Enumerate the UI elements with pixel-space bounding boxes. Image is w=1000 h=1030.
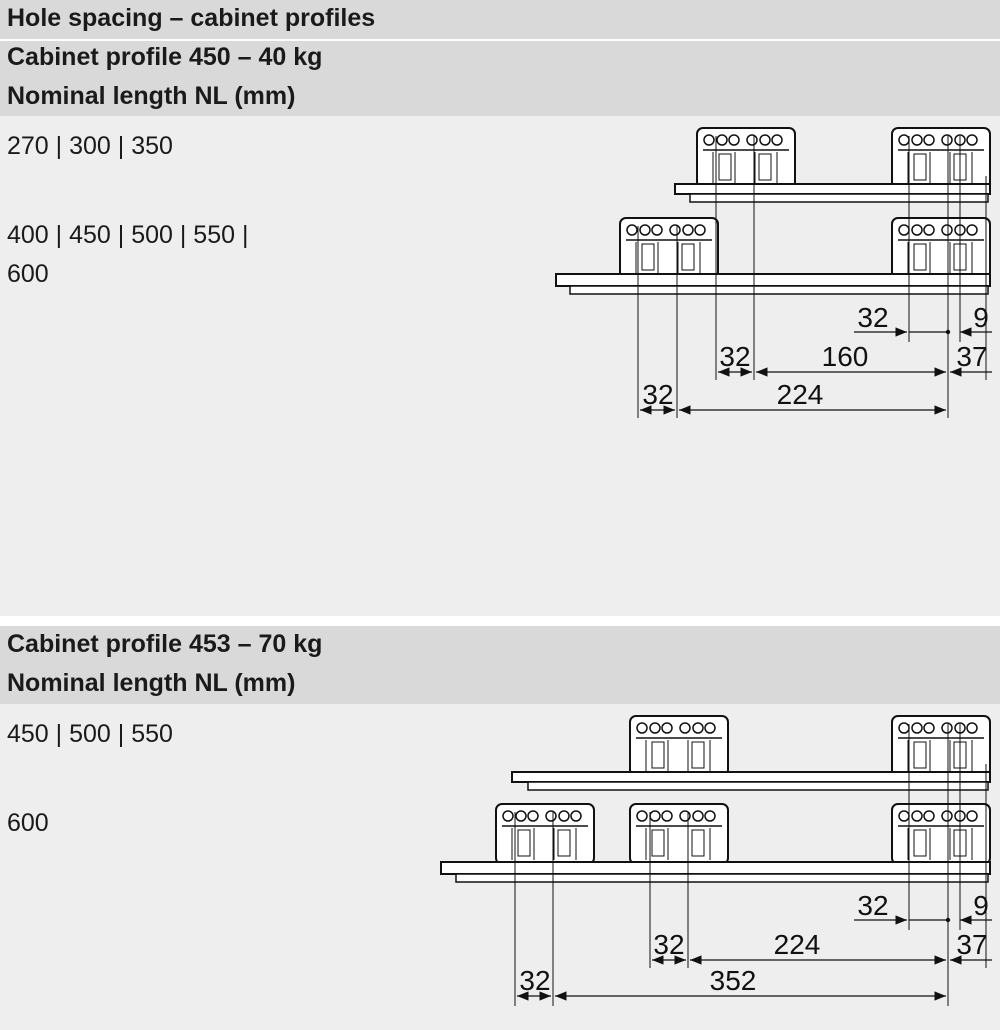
dim-9: 9 [973,890,989,921]
nl-row-1: 270 | 300 | 350 [7,132,173,160]
hole-spacing-drawing-453: 32 9 32 224 37 32 352 [440,715,992,1006]
profile-title-450: Cabinet profile 450 – 40 kg [7,43,323,71]
extension-lines [514,724,987,1006]
dim-352: 352 [710,965,757,996]
nominal-length-label: Nominal length NL (mm) [7,669,296,697]
dim-32-mid: 32 [719,341,750,372]
profile-title-453: Cabinet profile 453 – 70 kg [7,630,323,658]
reference-point [945,917,951,923]
dim-9: 9 [973,302,989,333]
section-2-header: Cabinet profile 453 – 70 kg Nominal leng… [0,626,1000,704]
dim-32-left: 32 [519,965,550,996]
dim-37: 37 [956,929,987,960]
dim-160: 160 [822,341,869,372]
nl-row-2: 400 | 450 | 500 | 550 | [7,221,249,249]
upper-rail [511,715,991,791]
extension-lines [637,136,987,418]
upper-rail [674,127,991,203]
dim-224: 224 [774,929,821,960]
page-title: Hole spacing – cabinet profiles [7,4,376,32]
divider [0,39,1000,41]
dim-32-right: 32 [857,302,888,333]
lower-rail [555,217,991,295]
nl-row-1: 450 | 500 | 550 [7,720,173,748]
hole-spacing-drawing-450: 32 9 32 160 37 32 224 [555,127,992,418]
dim-224: 224 [777,379,824,410]
section-1-header: Hole spacing – cabinet profiles Cabinet … [0,0,1000,116]
dim-32-left: 32 [642,379,673,410]
lower-rail [440,803,991,883]
dim-37: 37 [956,341,987,372]
nl-row-2b: 600 [7,260,49,288]
nominal-length-label: Nominal length NL (mm) [7,82,296,110]
dim-32-mid: 32 [653,929,684,960]
reference-point [945,329,951,335]
dim-32-right: 32 [857,890,888,921]
nl-row-2: 600 [7,809,49,837]
